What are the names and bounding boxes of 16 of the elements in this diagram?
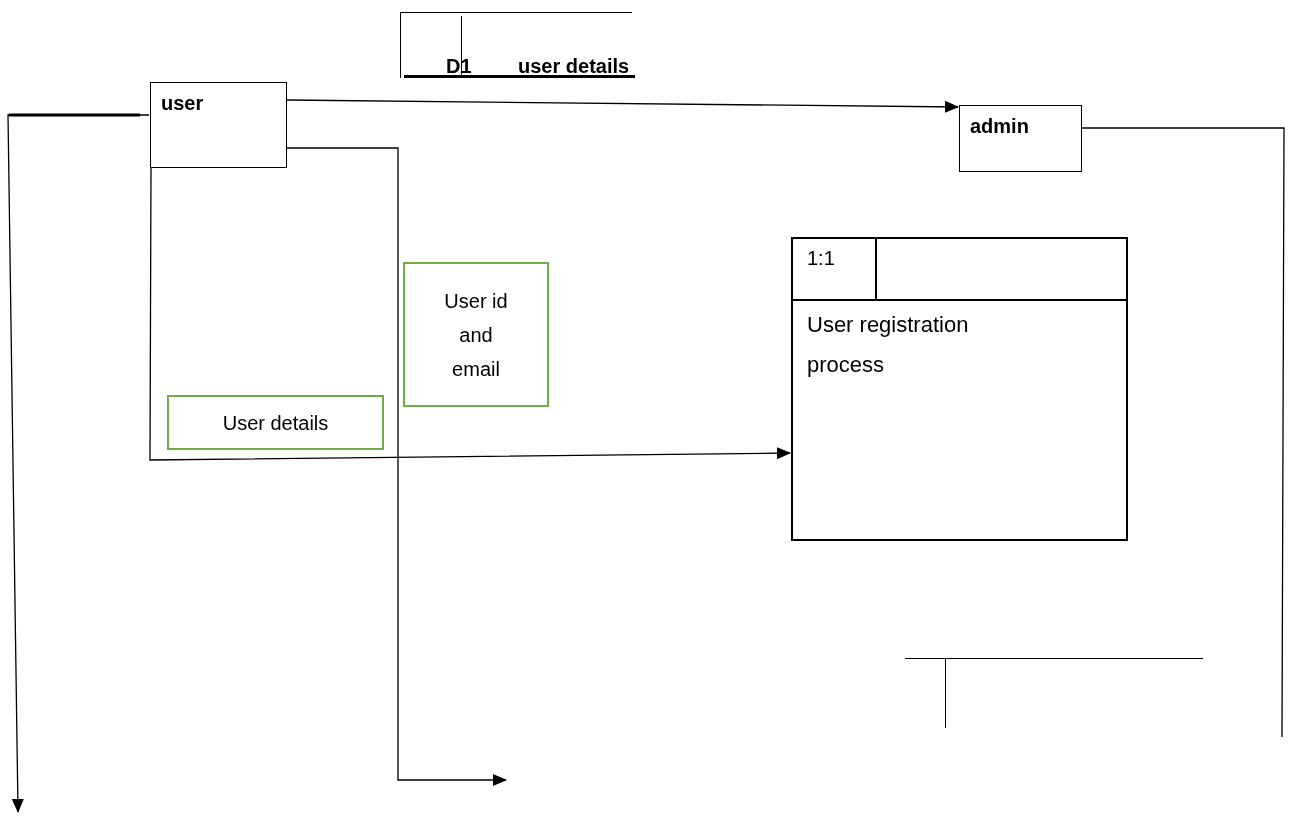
arrow [149, 167, 791, 461]
store-name: user details [518, 56, 630, 76]
arrow [286, 99, 959, 113]
entity-box [959, 105, 1082, 172]
data-store [400, 12, 632, 78]
data-flow-label: User details [167, 395, 384, 450]
open-data-store [905, 658, 1203, 728]
process-name: User registration process [806, 311, 970, 379]
process-id: 1:1 [807, 247, 835, 269]
entity-name: user [161, 91, 205, 116]
entity-name: admin [970, 114, 1030, 139]
data-flow-label: User id and email [403, 262, 549, 407]
entity-box [150, 82, 287, 168]
arrow [7, 114, 150, 813]
arrow [286, 147, 507, 786]
process-box [791, 237, 1128, 541]
